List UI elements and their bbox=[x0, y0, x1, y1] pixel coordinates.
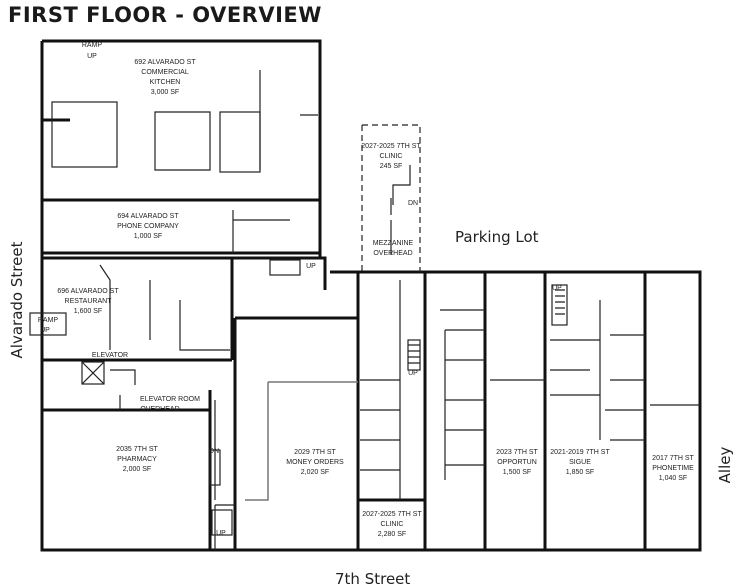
svg-text:MONEY ORDERS: MONEY ORDERS bbox=[286, 459, 344, 466]
alvarado-street-label: Alvarado Street bbox=[8, 241, 26, 358]
walls bbox=[40, 39, 702, 552]
svg-text:1,600 SF: 1,600 SF bbox=[74, 308, 102, 315]
svg-text:2021-2019 7TH ST: 2021-2019 7TH ST bbox=[550, 449, 610, 456]
unit-2021-sigue: 2021-2019 7TH ST SIGUE 1,850 SF bbox=[550, 449, 610, 476]
svg-text:3,000 SF: 3,000 SF bbox=[151, 89, 179, 96]
svg-text:KITCHEN: KITCHEN bbox=[150, 79, 181, 86]
svg-text:1,000 SF: 1,000 SF bbox=[134, 233, 162, 240]
svg-text:694 ALVARADO ST: 694 ALVARADO ST bbox=[117, 213, 179, 220]
page-title: FIRST FLOOR - OVERVIEW bbox=[8, 3, 322, 27]
svg-text:2035 7TH ST: 2035 7TH ST bbox=[116, 446, 158, 453]
svg-text:1,040 SF: 1,040 SF bbox=[659, 475, 687, 482]
svg-text:PHONETIME: PHONETIME bbox=[652, 465, 694, 472]
svg-text:2017 7TH ST: 2017 7TH ST bbox=[652, 455, 694, 462]
alley-label: Alley bbox=[716, 447, 734, 484]
svg-text:2,000 SF: 2,000 SF bbox=[123, 466, 151, 473]
svg-text:CLINIC: CLINIC bbox=[381, 521, 404, 528]
elevator-label: ELEVATOR bbox=[92, 352, 128, 359]
svg-text:RESTAURANT: RESTAURANT bbox=[65, 298, 113, 305]
elevator-room-label: ELEVATOR ROOM bbox=[140, 396, 200, 403]
stair-up-clinic: UP bbox=[408, 370, 418, 377]
svg-text:UP: UP bbox=[87, 53, 97, 60]
unit-696-alvarado: 696 ALVARADO ST RESTAURANT 1,600 SF bbox=[57, 288, 119, 315]
stair-up-sigue: UP bbox=[552, 285, 562, 292]
stair-dn-mezzanine: DN bbox=[408, 200, 418, 207]
svg-text:PHONE COMPANY: PHONE COMPANY bbox=[117, 223, 179, 230]
unit-2027-clinic: 2027-2025 7TH ST CLINIC 2,280 SF bbox=[362, 511, 422, 538]
stair-up-pharmacy: UP bbox=[216, 530, 226, 537]
svg-text:2027-2025 7TH ST: 2027-2025 7TH ST bbox=[362, 511, 422, 518]
seventh-street-label: 7th Street bbox=[335, 570, 410, 588]
svg-text:2027-2025 7TH ST: 2027-2025 7TH ST bbox=[361, 143, 421, 150]
elevator-room-label-2: OVERHEAD bbox=[140, 406, 179, 413]
svg-text:CLINIC: CLINIC bbox=[380, 153, 403, 160]
svg-text:245 SF: 245 SF bbox=[380, 163, 403, 170]
svg-text:COMMERCIAL: COMMERCIAL bbox=[141, 69, 189, 76]
svg-text:RAMP: RAMP bbox=[82, 42, 103, 49]
unit-2029-money-orders: 2029 7TH ST MONEY ORDERS 2,020 SF bbox=[286, 449, 344, 476]
svg-text:696 ALVARADO ST: 696 ALVARADO ST bbox=[57, 288, 119, 295]
svg-text:1,850 SF: 1,850 SF bbox=[566, 469, 594, 476]
unit-2035-pharmacy: 2035 7TH ST PHARMACY 2,000 SF bbox=[116, 446, 158, 473]
unit-2027-clinic-mezzanine: 2027-2025 7TH ST CLINIC 245 SF bbox=[361, 143, 421, 170]
stair-dn-pharmacy: DN bbox=[209, 448, 219, 455]
svg-text:RAMP: RAMP bbox=[38, 317, 59, 324]
svg-text:2,020 SF: 2,020 SF bbox=[301, 469, 329, 476]
unit-2017-phonetime: 2017 7TH ST PHONETIME 1,040 SF bbox=[652, 455, 694, 482]
svg-text:SIGUE: SIGUE bbox=[569, 459, 591, 466]
svg-text:PHARMACY: PHARMACY bbox=[117, 456, 157, 463]
stair-up-phone: UP bbox=[306, 263, 316, 270]
svg-text:UP: UP bbox=[40, 327, 50, 334]
ramp-left: RAMP UP bbox=[29, 312, 67, 336]
unit-694-alvarado: 694 ALVARADO ST PHONE COMPANY 1,000 SF bbox=[117, 213, 179, 240]
svg-text:2023 7TH ST: 2023 7TH ST bbox=[496, 449, 538, 456]
parking-lot-label: Parking Lot bbox=[455, 228, 539, 246]
svg-text:2029 7TH ST: 2029 7TH ST bbox=[294, 449, 336, 456]
partitions bbox=[51, 70, 700, 550]
unit-2023-opportun: 2023 7TH ST OPPORTUN 1,500 SF bbox=[496, 449, 538, 476]
mezzanine-label-2: OVERHEAD bbox=[373, 250, 412, 257]
unit-692-alvarado: 692 ALVARADO ST COMMERCIAL KITCHEN 3,000… bbox=[134, 59, 196, 96]
svg-text:OPPORTUN: OPPORTUN bbox=[497, 459, 537, 466]
svg-text:1,500 SF: 1,500 SF bbox=[503, 469, 531, 476]
svg-text:2,280 SF: 2,280 SF bbox=[378, 531, 406, 538]
svg-text:692 ALVARADO ST: 692 ALVARADO ST bbox=[134, 59, 196, 66]
ramp-top: RAMP UP bbox=[82, 42, 103, 60]
mezzanine-label: MEZZANINE bbox=[373, 240, 414, 247]
mezzanine-outline bbox=[361, 124, 421, 272]
